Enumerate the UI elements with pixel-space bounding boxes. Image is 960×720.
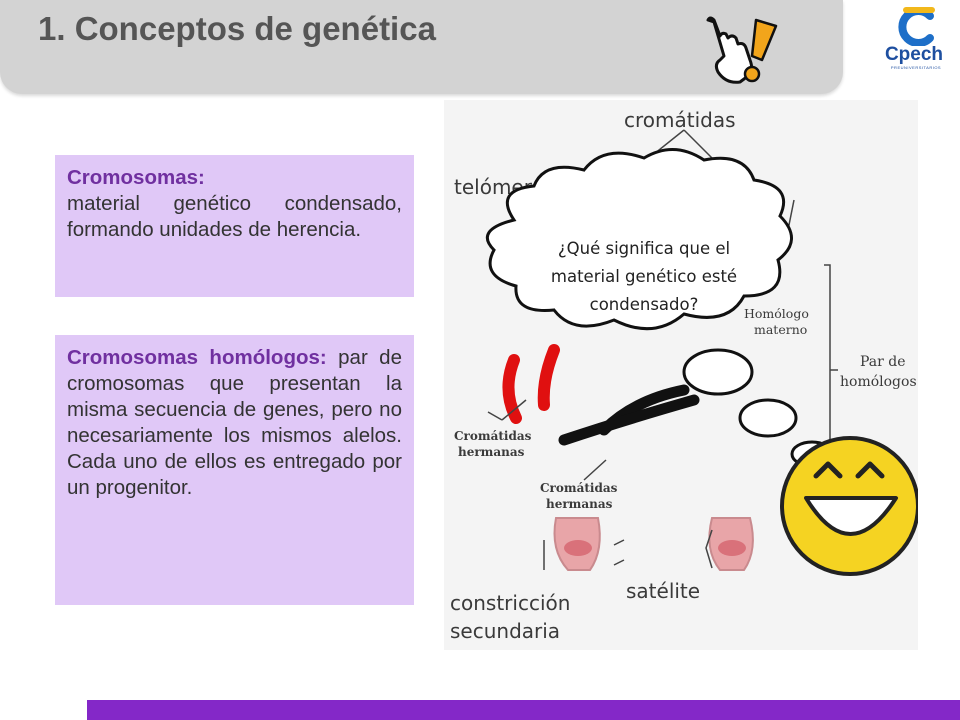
- footer-accent-bar: [87, 700, 960, 720]
- cloud-line-3: condensado?: [590, 295, 699, 314]
- header-bar: [0, 0, 843, 94]
- label-cromatidas-hermanas-1b: hermanas: [458, 445, 525, 459]
- box2-heading: Cromosomas homólogos:: [67, 346, 327, 369]
- label-homologo-2: materno: [754, 322, 807, 337]
- label-cromatidas: cromátidas: [624, 108, 736, 132]
- page-title: 1. Conceptos de genética: [38, 10, 436, 47]
- box1-body: material genético condensado, formando u…: [67, 192, 402, 241]
- logo-brand: Cpech: [884, 44, 944, 65]
- label-satelite: satélite: [626, 579, 700, 603]
- black-homolog: [558, 394, 700, 446]
- box1-heading: Cromosomas:: [67, 166, 205, 189]
- cpech-logo: Cpech PREUNIVERSITARIOS: [878, 4, 950, 76]
- label-homologo-1: Homólogo: [744, 306, 809, 321]
- label-cromatidas-hermanas-1a: Cromátidas: [454, 429, 532, 443]
- box2-body: par de cromosomas que presentan la misma…: [67, 346, 402, 499]
- definition-box-homologos: Cromosomas homólogos: par de cromosomas …: [55, 335, 414, 605]
- label-cromatidas-hermanas-2a: Cromátidas: [540, 481, 618, 495]
- logo-mark: [898, 7, 935, 47]
- logo-tagline: PREUNIVERSITARIOS: [890, 65, 942, 70]
- label-cromatidas-hermanas-2b: hermanas: [546, 497, 613, 511]
- satellite-band: [564, 540, 592, 556]
- label-par-2: homólogos: [840, 374, 917, 390]
- cloud-line-2: material genético esté: [551, 267, 737, 286]
- label-constriccion-2: secundaria: [450, 619, 560, 643]
- pointing-hand-exclamation-icon: [706, 16, 778, 84]
- label-par-1: Par de: [860, 354, 906, 370]
- satellite-band: [718, 540, 746, 556]
- label-constriccion-1: constricción: [450, 591, 570, 615]
- red-homolog: [502, 354, 522, 424]
- cloud-line-1: ¿Qué significa que el: [558, 239, 730, 258]
- laughing-smiley-icon: [780, 436, 918, 576]
- chromosome-diagram: cromátidas telómero Homólogo materno Par…: [444, 100, 918, 650]
- red-homolog: [537, 344, 560, 411]
- definition-box-cromosomas: Cromosomas: material genético condensado…: [55, 155, 414, 297]
